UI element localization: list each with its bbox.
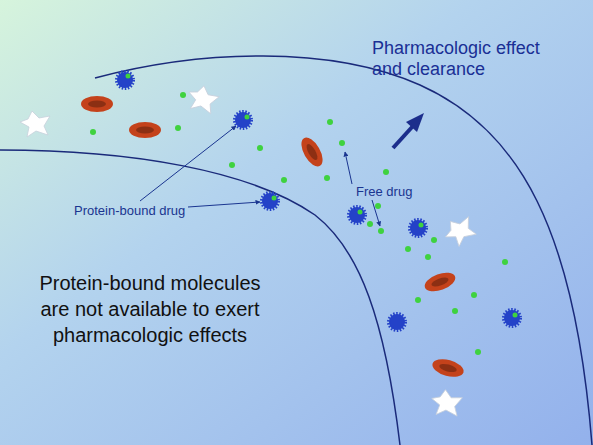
drug-dot bbox=[452, 308, 458, 314]
protein-molecule bbox=[117, 72, 134, 89]
drug-dot bbox=[180, 92, 186, 98]
red-blood-cell bbox=[422, 269, 458, 295]
drug-dot bbox=[431, 237, 437, 243]
protein-molecule bbox=[504, 310, 521, 327]
vessel-wall-inner bbox=[0, 150, 400, 445]
callout-label: Protein-bound drug bbox=[74, 203, 185, 219]
leader-line bbox=[188, 202, 260, 207]
drug-dot bbox=[126, 74, 131, 79]
platelet bbox=[20, 111, 50, 137]
drug-dot bbox=[471, 292, 477, 298]
drug-dot bbox=[378, 228, 384, 234]
drug-dot bbox=[502, 259, 508, 265]
effect-arrow-shaft bbox=[393, 126, 413, 148]
red-blood-cell bbox=[129, 122, 161, 138]
drug-dot bbox=[90, 129, 96, 135]
leader-line bbox=[372, 200, 380, 226]
drug-dot bbox=[339, 140, 345, 146]
protein-molecule bbox=[262, 193, 279, 210]
leader-line bbox=[140, 126, 236, 201]
effect-label: Pharmacologic effect and clearance bbox=[372, 38, 557, 80]
note-text: Protein-bound molecules are not availabl… bbox=[30, 270, 270, 348]
protein-molecule bbox=[235, 112, 252, 129]
drug-dot bbox=[383, 169, 389, 175]
drug-dot bbox=[175, 125, 181, 131]
drug-dot bbox=[229, 162, 235, 168]
drug-dot bbox=[327, 119, 333, 125]
drug-dot bbox=[257, 145, 263, 151]
red-blood-cell bbox=[297, 134, 327, 170]
drug-dot bbox=[425, 254, 431, 260]
effect-arrow-head bbox=[406, 113, 424, 132]
drug-dot bbox=[475, 349, 481, 355]
drug-dot bbox=[419, 223, 424, 228]
drug-dot bbox=[245, 115, 250, 120]
protein-molecule bbox=[389, 314, 406, 331]
drug-dot bbox=[415, 297, 421, 303]
drug-dot bbox=[281, 177, 287, 183]
protein-molecule bbox=[349, 207, 366, 224]
drug-dot bbox=[513, 313, 518, 318]
platelet bbox=[184, 82, 221, 117]
red-blood-cell bbox=[81, 96, 113, 112]
drug-dot bbox=[367, 221, 373, 227]
drug-dot bbox=[375, 203, 381, 209]
vessel-wall-outer bbox=[95, 56, 592, 445]
callout-label: Free drug bbox=[356, 184, 412, 200]
drug-dot bbox=[272, 196, 277, 201]
drug-dot bbox=[358, 210, 363, 215]
drug-dot bbox=[324, 175, 330, 181]
drug-dot bbox=[405, 246, 411, 252]
red-blood-cell bbox=[430, 356, 465, 380]
platelet bbox=[440, 212, 479, 250]
platelet bbox=[429, 388, 463, 419]
protein-molecule bbox=[410, 220, 427, 237]
leader-line bbox=[345, 152, 352, 184]
